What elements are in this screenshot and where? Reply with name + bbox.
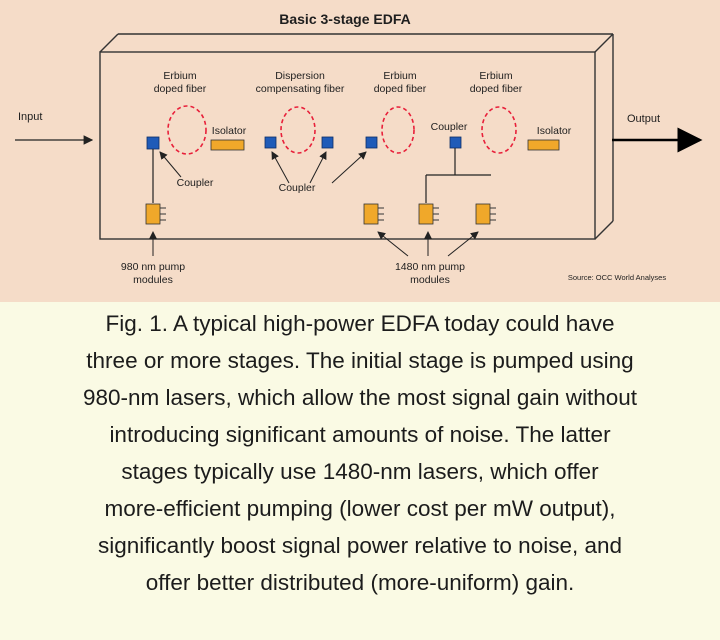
pump-module-980 (145, 203, 166, 225)
pump-980-label-line2: modules (133, 274, 173, 286)
fiber-label-4-line1: Erbium (479, 70, 513, 82)
fiber-label-1-line2: doped fiber (154, 83, 207, 95)
coupler-pointer-3 (309, 151, 327, 184)
edfa-diagram: Basic 3-stage EDFA Input Output Erbium d… (0, 0, 720, 302)
coupler-2 (264, 136, 277, 149)
pump-module-1480-a (363, 203, 384, 225)
coupler-label-2: Coupler (279, 182, 316, 194)
erbium-fiber-loop-2 (381, 106, 415, 154)
erbium-fiber-loop-3 (481, 106, 517, 154)
caption-line-4: introducing significant amounts of noise… (109, 422, 611, 447)
caption-line-2: three or more stages. The initial stage … (86, 348, 634, 373)
fiber-label-2-line1: Dispersion (275, 70, 325, 82)
fiber-label-3-line2: doped fiber (374, 83, 427, 95)
fiber-label-1-line1: Erbium (163, 70, 197, 82)
coupler-label-1: Coupler (177, 177, 214, 189)
fiber-label-4-line2: doped fiber (470, 83, 523, 95)
caption-line-3: 980-nm lasers, which allow the most sign… (82, 385, 638, 410)
pump-module-1480-c (475, 203, 496, 225)
coupler-1 (146, 136, 160, 150)
pump-1480-label-line1: 1480 nm pump (395, 261, 465, 273)
caption-line-1: Fig. 1. A typical high-power EDFA today … (105, 311, 615, 336)
coupler-pointer-2 (271, 151, 290, 184)
pump-980-label-line1: 980 nm pump (121, 261, 185, 273)
amplifier-enclosure (99, 33, 614, 240)
coupler-label-3: Coupler (431, 121, 468, 133)
edfa-diagram-svg: Basic 3-stage EDFA Input Output Erbium d… (15, 11, 703, 286)
isolator-label-1: Isolator (212, 125, 247, 137)
source-credit: Source: OCC World Analyses (568, 273, 666, 282)
pump-1480-pointer-a (377, 231, 409, 257)
caption-line-7: significantly boost signal power relativ… (97, 533, 623, 558)
coupler-4 (365, 136, 378, 149)
caption-line-6: more-efficient pumping (lower cost per m… (104, 496, 616, 521)
coupler-pointer-4 (331, 151, 367, 184)
erbium-fiber-loop-1 (167, 105, 207, 155)
fiber-label-2-line2: compensating fiber (256, 83, 345, 95)
fiber-label-3-line1: Erbium (383, 70, 417, 82)
coupler-3 (321, 136, 334, 149)
coupler-5 (449, 136, 462, 149)
dispersion-fiber-loop (280, 106, 316, 154)
pump-module-1480-b (418, 203, 439, 225)
input-label: Input (18, 111, 42, 123)
isolator-label-2: Isolator (537, 125, 572, 137)
output-label: Output (627, 113, 660, 125)
isolator-2 (527, 139, 560, 151)
caption-line-8: offer better distributed (more-uniform) … (145, 570, 575, 595)
pump-1480-label-line2: modules (410, 274, 450, 286)
isolator-1 (210, 139, 245, 151)
figure-caption: Fig. 1. A typical high-power EDFA today … (0, 303, 720, 640)
coupler-pointer-1 (159, 151, 182, 178)
pump-1480-pointer-c (447, 231, 479, 257)
caption-line-5: stages typically use 1480-nm lasers, whi… (121, 459, 599, 484)
diagram-title: Basic 3-stage EDFA (279, 11, 411, 27)
